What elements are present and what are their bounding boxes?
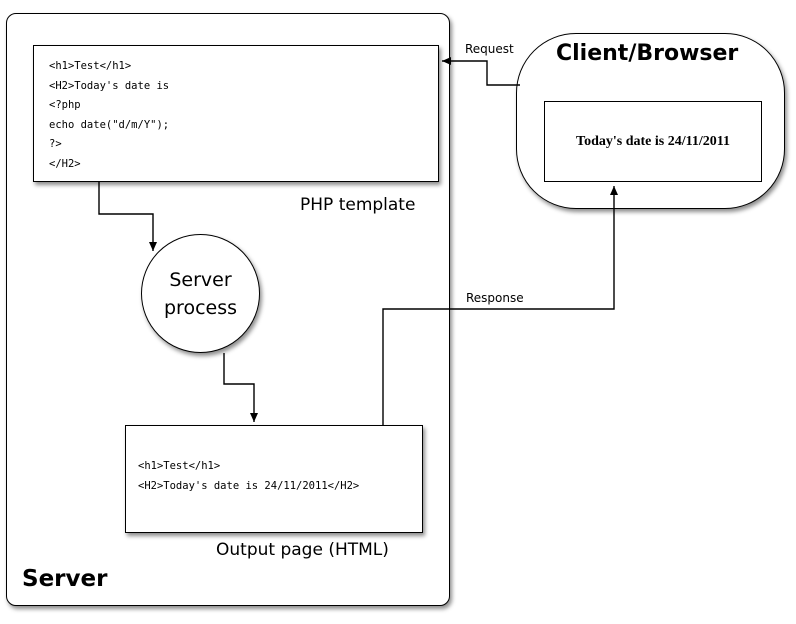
- server-process-label: Server process: [163, 268, 237, 319]
- php-code-line: <?php: [49, 99, 81, 112]
- response-label: Response: [466, 291, 524, 305]
- php-template-box: <h1>Test</h1> <H2>Today's date is <?php …: [33, 45, 439, 182]
- php-code-line: echo date("d/m/Y");: [49, 118, 170, 131]
- response-arrow: [382, 186, 618, 425]
- output-code-line: <h1>Test</h1>: [138, 460, 221, 472]
- php-code-line: ?>: [49, 138, 62, 151]
- template-to-process-arrow: [98, 182, 157, 251]
- php-template-caption: PHP template: [300, 195, 416, 215]
- browser-viewport: Today's date is 24/11/2011: [544, 101, 762, 182]
- php-code-line: </H2>: [49, 157, 81, 170]
- php-code-line: <H2>Today's date is: [49, 79, 170, 92]
- php-code-line: <h1>Test</h1>: [49, 60, 132, 72]
- rendered-page-text: Today's date is 24/11/2011: [576, 133, 730, 149]
- client-title: Client/Browser: [556, 41, 739, 66]
- server-title: Server: [22, 566, 108, 592]
- process-to-output-arrow: [223, 353, 258, 422]
- output-code-line: <H2>Today's date is 24/11/2011</H2>: [138, 479, 360, 492]
- output-page-caption: Output page (HTML): [216, 540, 389, 560]
- request-label: Request: [465, 42, 514, 56]
- request-arrow: [442, 57, 520, 86]
- server-process-node: Server process: [141, 234, 260, 353]
- output-page-box: <h1>Test</h1> <H2>Today's date is 24/11/…: [125, 425, 423, 533]
